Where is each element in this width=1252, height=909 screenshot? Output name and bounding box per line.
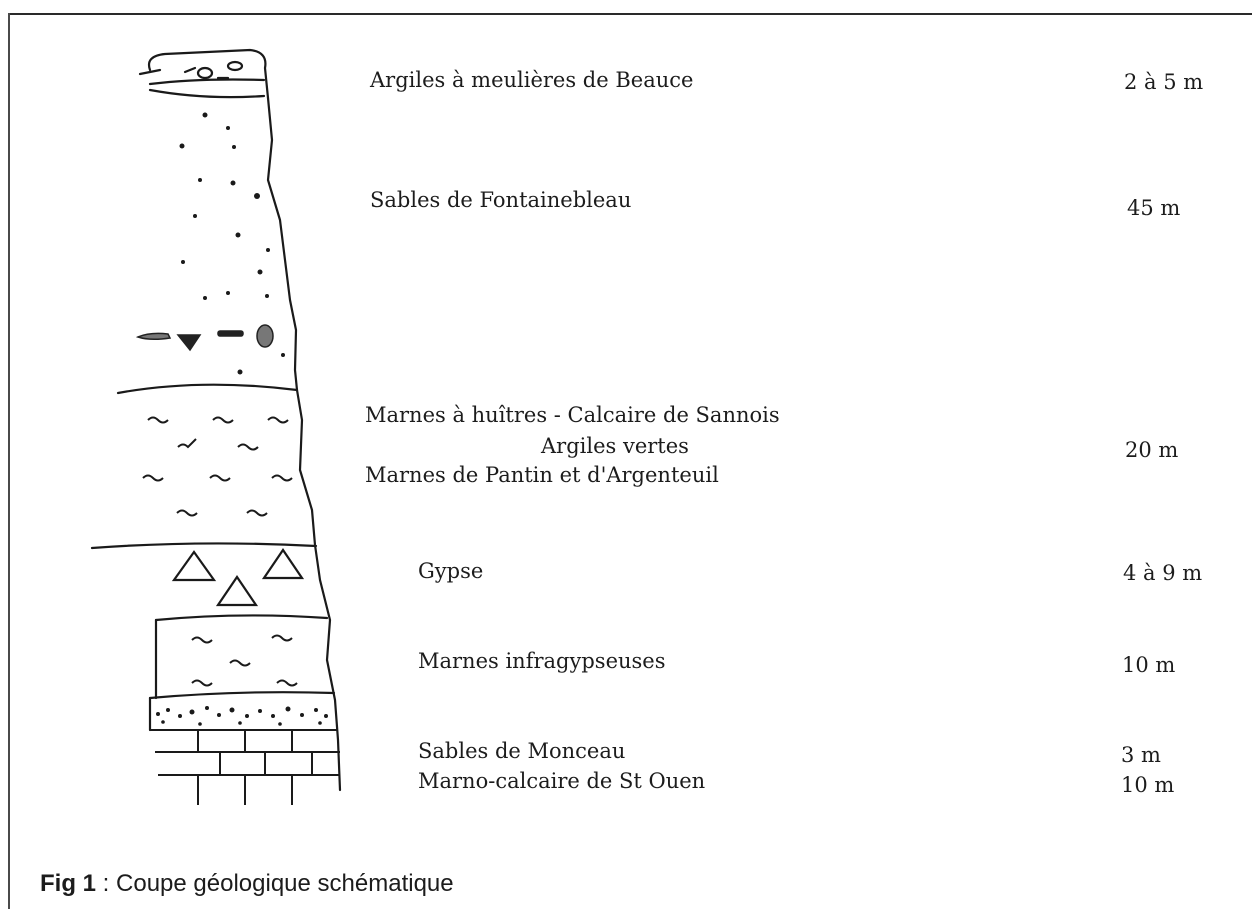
frame-top-border [8, 13, 1252, 15]
layer-name-gypse: Gypse [418, 559, 484, 583]
layer-name-argiles-vertes: Argiles vertes [541, 434, 689, 458]
monceau-sand [156, 706, 328, 726]
marl-symbols [142, 416, 298, 687]
layer-thickness-gypse: 4 à 9 m [1123, 561, 1203, 585]
caption-text: Coupe géologique schématique [116, 870, 454, 897]
caption-separator: : [96, 870, 117, 897]
boundary-infragypseuses-base [148, 691, 336, 700]
layer-thickness-sables-monceau: 3 m [1121, 743, 1161, 767]
layer-name-marno-calcaire: Marno-calcaire de St Ouen [418, 769, 706, 793]
column-right-edge [266, 96, 342, 792]
figure-caption: Fig 1 : Coupe géologique schématique [40, 870, 454, 898]
layer-argiles-meulieres-drawing [138, 48, 270, 100]
layer-name-argiles-meulieres: Argiles à meulières de Beauce [370, 68, 694, 92]
nodule-row [135, 324, 274, 352]
layer-name-sables-fontainebleau: Sables de Fontainebleau [370, 188, 632, 212]
boundary-marnes-base [90, 542, 318, 550]
layer-name-marnes-huitres: Marnes à huîtres - Calcaire de Sannois [365, 403, 780, 427]
gypsum-triangles [171, 548, 305, 607]
boundary-gypse-base [154, 614, 329, 622]
layer-thickness-sables-fontainebleau: 45 m [1127, 196, 1181, 220]
frame-left-border [8, 13, 10, 909]
layer-name-marnes-pantin: Marnes de Pantin et d'Argenteuil [365, 463, 719, 487]
layer-thickness-marno-calcaire: 10 m [1121, 773, 1175, 797]
layer-name-sables-monceau: Sables de Monceau [418, 739, 626, 763]
layer-thickness-argiles-meulieres: 2 à 5 m [1124, 70, 1204, 94]
boundary-fontainebleau-base [116, 383, 299, 395]
layer-thickness-marnes-infragypseuses: 10 m [1122, 653, 1176, 677]
layer-thickness-marnes: 20 m [1125, 438, 1179, 462]
figure-number: Fig 1 [40, 870, 97, 897]
sand-dots [179, 112, 285, 375]
limestone-bricks [150, 729, 340, 805]
layer-name-marnes-infragypseuses: Marnes infragypseuses [418, 649, 666, 673]
